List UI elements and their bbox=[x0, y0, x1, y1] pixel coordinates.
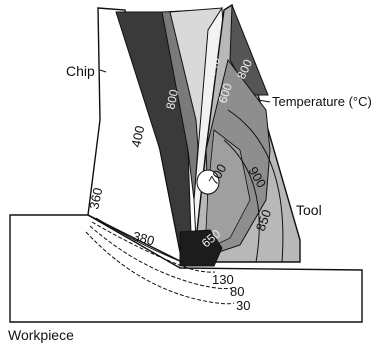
isotherm-30-label: 30 bbox=[236, 298, 250, 313]
workpiece-label: Workpiece bbox=[8, 327, 74, 343]
tool-label: Tool bbox=[296, 202, 322, 218]
isotherm-80-label: 80 bbox=[230, 284, 244, 299]
chip-label: Chip bbox=[66, 63, 95, 79]
temperature-label: Temperature (°C) bbox=[272, 94, 372, 109]
